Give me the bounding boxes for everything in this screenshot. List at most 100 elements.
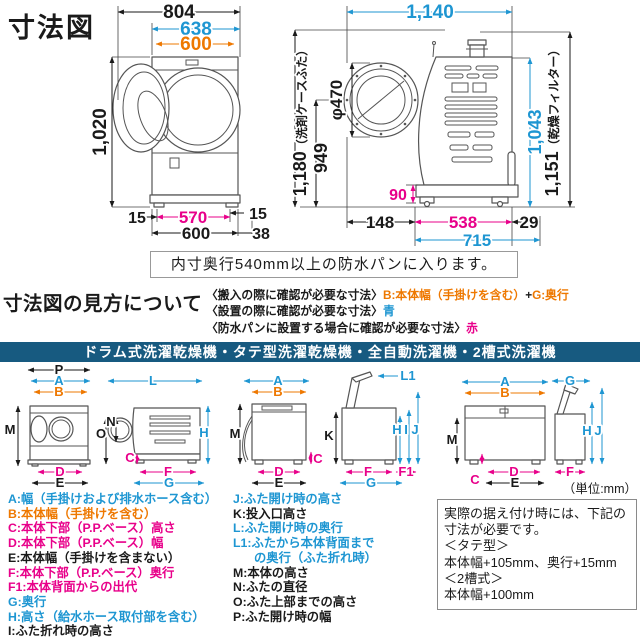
letter-F-toploader: F <box>364 464 372 479</box>
install-note-line: 本体幅+105mm、奥行+15mm <box>444 554 617 570</box>
letter-J-toploader: J <box>411 422 418 437</box>
dim-15-left: 15 <box>128 210 146 227</box>
letter-L1: L1 <box>400 368 415 383</box>
dim-1140: 1,140 <box>406 2 454 23</box>
mini-drum-front: P A B M D E <box>3 362 91 490</box>
install-note-line: 本体幅+100mm <box>444 587 534 603</box>
category-bar: ドラム式洗濯乾燥機・タテ型洗濯乾燥機・全自動洗濯機・2槽式洗濯機 <box>0 342 640 362</box>
legend-item-A: A:幅（手掛けおよび排水ホース含む） <box>8 492 218 506</box>
how-to-read-line-1: 〈搬入の際に確認が必要な寸法〉B:本体幅（手掛けを含む）+G:奥行 <box>206 287 569 303</box>
dim-1151: 1,151（乾燥フィルター） <box>542 44 562 197</box>
legend-item-F: F:本体下部（P.P.ベース）奥行 <box>8 565 175 580</box>
letter-M-twintub: M <box>447 432 458 447</box>
dim-949: 949 <box>311 143 331 173</box>
legend-item-N: N:ふたの直径 <box>233 580 308 595</box>
carry-in-plus: + <box>525 288 533 302</box>
front-view-outline <box>112 56 241 208</box>
legend-item-F1: F1:本体背面からの出代 <box>8 580 138 595</box>
main-dimension-drawings: 804 638 600 1,020 15 570 15 600 38 <box>88 0 575 250</box>
page-title: 寸法図 <box>8 13 95 43</box>
pan-prefix: 〈防水パンに設置する場合に確認が必要な寸法〉 <box>206 320 467 335</box>
install-prefix: 〈設置の際に確認が必要な寸法〉 <box>206 304 383 319</box>
mini-drum-side: L N O H C F G <box>94 371 211 490</box>
dim-600-bottom: 600 <box>182 224 210 243</box>
letter-D-twintub: D <box>509 464 518 479</box>
dim-538: 538 <box>449 213 477 232</box>
side-view-vent-slots <box>444 65 499 163</box>
letter-D-toploader: D <box>274 464 283 479</box>
letter-C-drum: C <box>125 450 135 465</box>
letter-K: K <box>324 428 334 443</box>
install-blue: 青 <box>382 304 395 319</box>
install-note-box: 実際の据え付け時には、下記の 寸法が必要です。 ＜タテ型＞ 本体幅+105mm、… <box>437 499 637 611</box>
mini-twintub-front: A B M C D E <box>445 372 549 490</box>
install-note-line: 実際の据え付け時には、下記の <box>444 506 627 521</box>
dim-1043: 1,043 <box>525 109 545 154</box>
letter-E-drum: E <box>56 475 65 490</box>
porthole-bolts <box>345 64 417 136</box>
legend-item-G: G:奥行 <box>8 594 47 609</box>
dim-29: 29 <box>520 213 539 232</box>
legend-item-L1-line2: の奥行（ふた折れ時） <box>254 550 377 565</box>
dim-148: 148 <box>366 213 394 232</box>
letter-A-drum: A <box>54 373 64 388</box>
letter-I: I <box>404 422 408 437</box>
legend-item-M: M:本体の高さ <box>233 565 309 580</box>
legend-item-O: O:ふた上部までの高さ <box>233 594 358 609</box>
letter-G-drum: G <box>164 475 174 490</box>
legend-item-L1-line1: L1:ふたから本体背面まで <box>233 536 375 551</box>
mini-twintub-side: G H J F <box>551 371 605 481</box>
letter-B-twintub: B <box>500 385 509 400</box>
install-note-line: ＜タテ型＞ <box>444 538 510 554</box>
front-view-drawing: 804 638 600 1,020 15 570 15 600 38 <box>88 0 272 245</box>
letter-B-toploader: B <box>273 384 282 399</box>
letter-M-toploader: M <box>230 426 241 441</box>
legend-item-I: I:ふた折れ時の高さ <box>8 624 114 639</box>
how-to-read-line-2: 〈設置の際に確認が必要な寸法〉青 <box>206 303 569 319</box>
mini-toploader-side: L1 K H I J F F1 G <box>323 366 421 490</box>
letter-A-toploader: A <box>273 373 283 388</box>
carry-in-b-width: B:本体幅（手掛けを含む） <box>382 288 526 302</box>
legend-item-E: E:本体幅（手掛けを含まない） <box>8 550 181 565</box>
letter-J-twintub: J <box>594 423 601 438</box>
front-view-dimension-lines <box>109 9 252 236</box>
legend-item-L: L:ふた開け時の奥行 <box>233 521 343 536</box>
legend-column-left: A:幅（手掛けおよび排水ホース含む） B:本体幅（手掛けを含む） C:本体下部（… <box>8 492 217 639</box>
letter-D-drum: D <box>55 464 64 479</box>
dim-715: 715 <box>463 231 491 250</box>
letter-F1: F1 <box>398 464 413 479</box>
letter-B-drum: B <box>54 384 63 399</box>
mini-toploader-front: A B M C D E <box>228 371 325 490</box>
letter-H-twintub: H <box>582 423 591 438</box>
letter-P: P <box>55 362 64 377</box>
letter-F-twintub: F <box>566 464 574 479</box>
how-to-read-lines: 〈搬入の際に確認が必要な寸法〉B:本体幅（手掛けを含む）+G:奥行 〈設置の際に… <box>206 287 569 336</box>
dim-90: 90 <box>389 187 407 204</box>
legend-diagrams: P A B M D E L N O H C F G <box>3 362 605 490</box>
legend-item-H: H:高さ（給水ホース取付部を含む） <box>8 609 205 624</box>
install-note-line: ＜2槽式＞ <box>444 570 504 586</box>
how-to-read-line-3: 〈防水パンに設置する場合に確認が必要な寸法〉赤 <box>206 320 569 336</box>
dim-638: 638 <box>180 19 212 40</box>
dim-38: 38 <box>252 226 270 243</box>
letter-G-toploader: G <box>366 475 376 490</box>
letter-E-toploader: E <box>275 475 284 490</box>
letter-O: O <box>96 426 106 441</box>
dim-1020: 1,020 <box>90 108 111 156</box>
letter-F-drum: F <box>164 464 172 479</box>
legend-item-P: P:ふた開け時の幅 <box>233 609 332 624</box>
letter-H-drum: H <box>199 425 208 440</box>
dim-804: 804 <box>163 2 195 23</box>
install-note-line: 寸法が必要です。 <box>444 522 547 538</box>
dim-phi470: φ470 <box>327 80 346 121</box>
letter-C-twintub: C <box>470 472 480 487</box>
letter-L: L <box>149 373 157 388</box>
letter-A-twintub: A <box>500 374 510 389</box>
side-view-dimension-lines <box>292 9 573 243</box>
how-to-read-heading: 寸法図の見方について <box>3 293 203 315</box>
pan-red: 赤 <box>466 320 478 335</box>
legend-item-C: C:本体下部（P.P.ベース）高さ <box>8 521 176 536</box>
letter-N: N <box>106 414 115 429</box>
carry-in-prefix: 〈搬入の際に確認が必要な寸法〉 <box>206 288 383 302</box>
dim-600-top: 600 <box>180 34 212 55</box>
